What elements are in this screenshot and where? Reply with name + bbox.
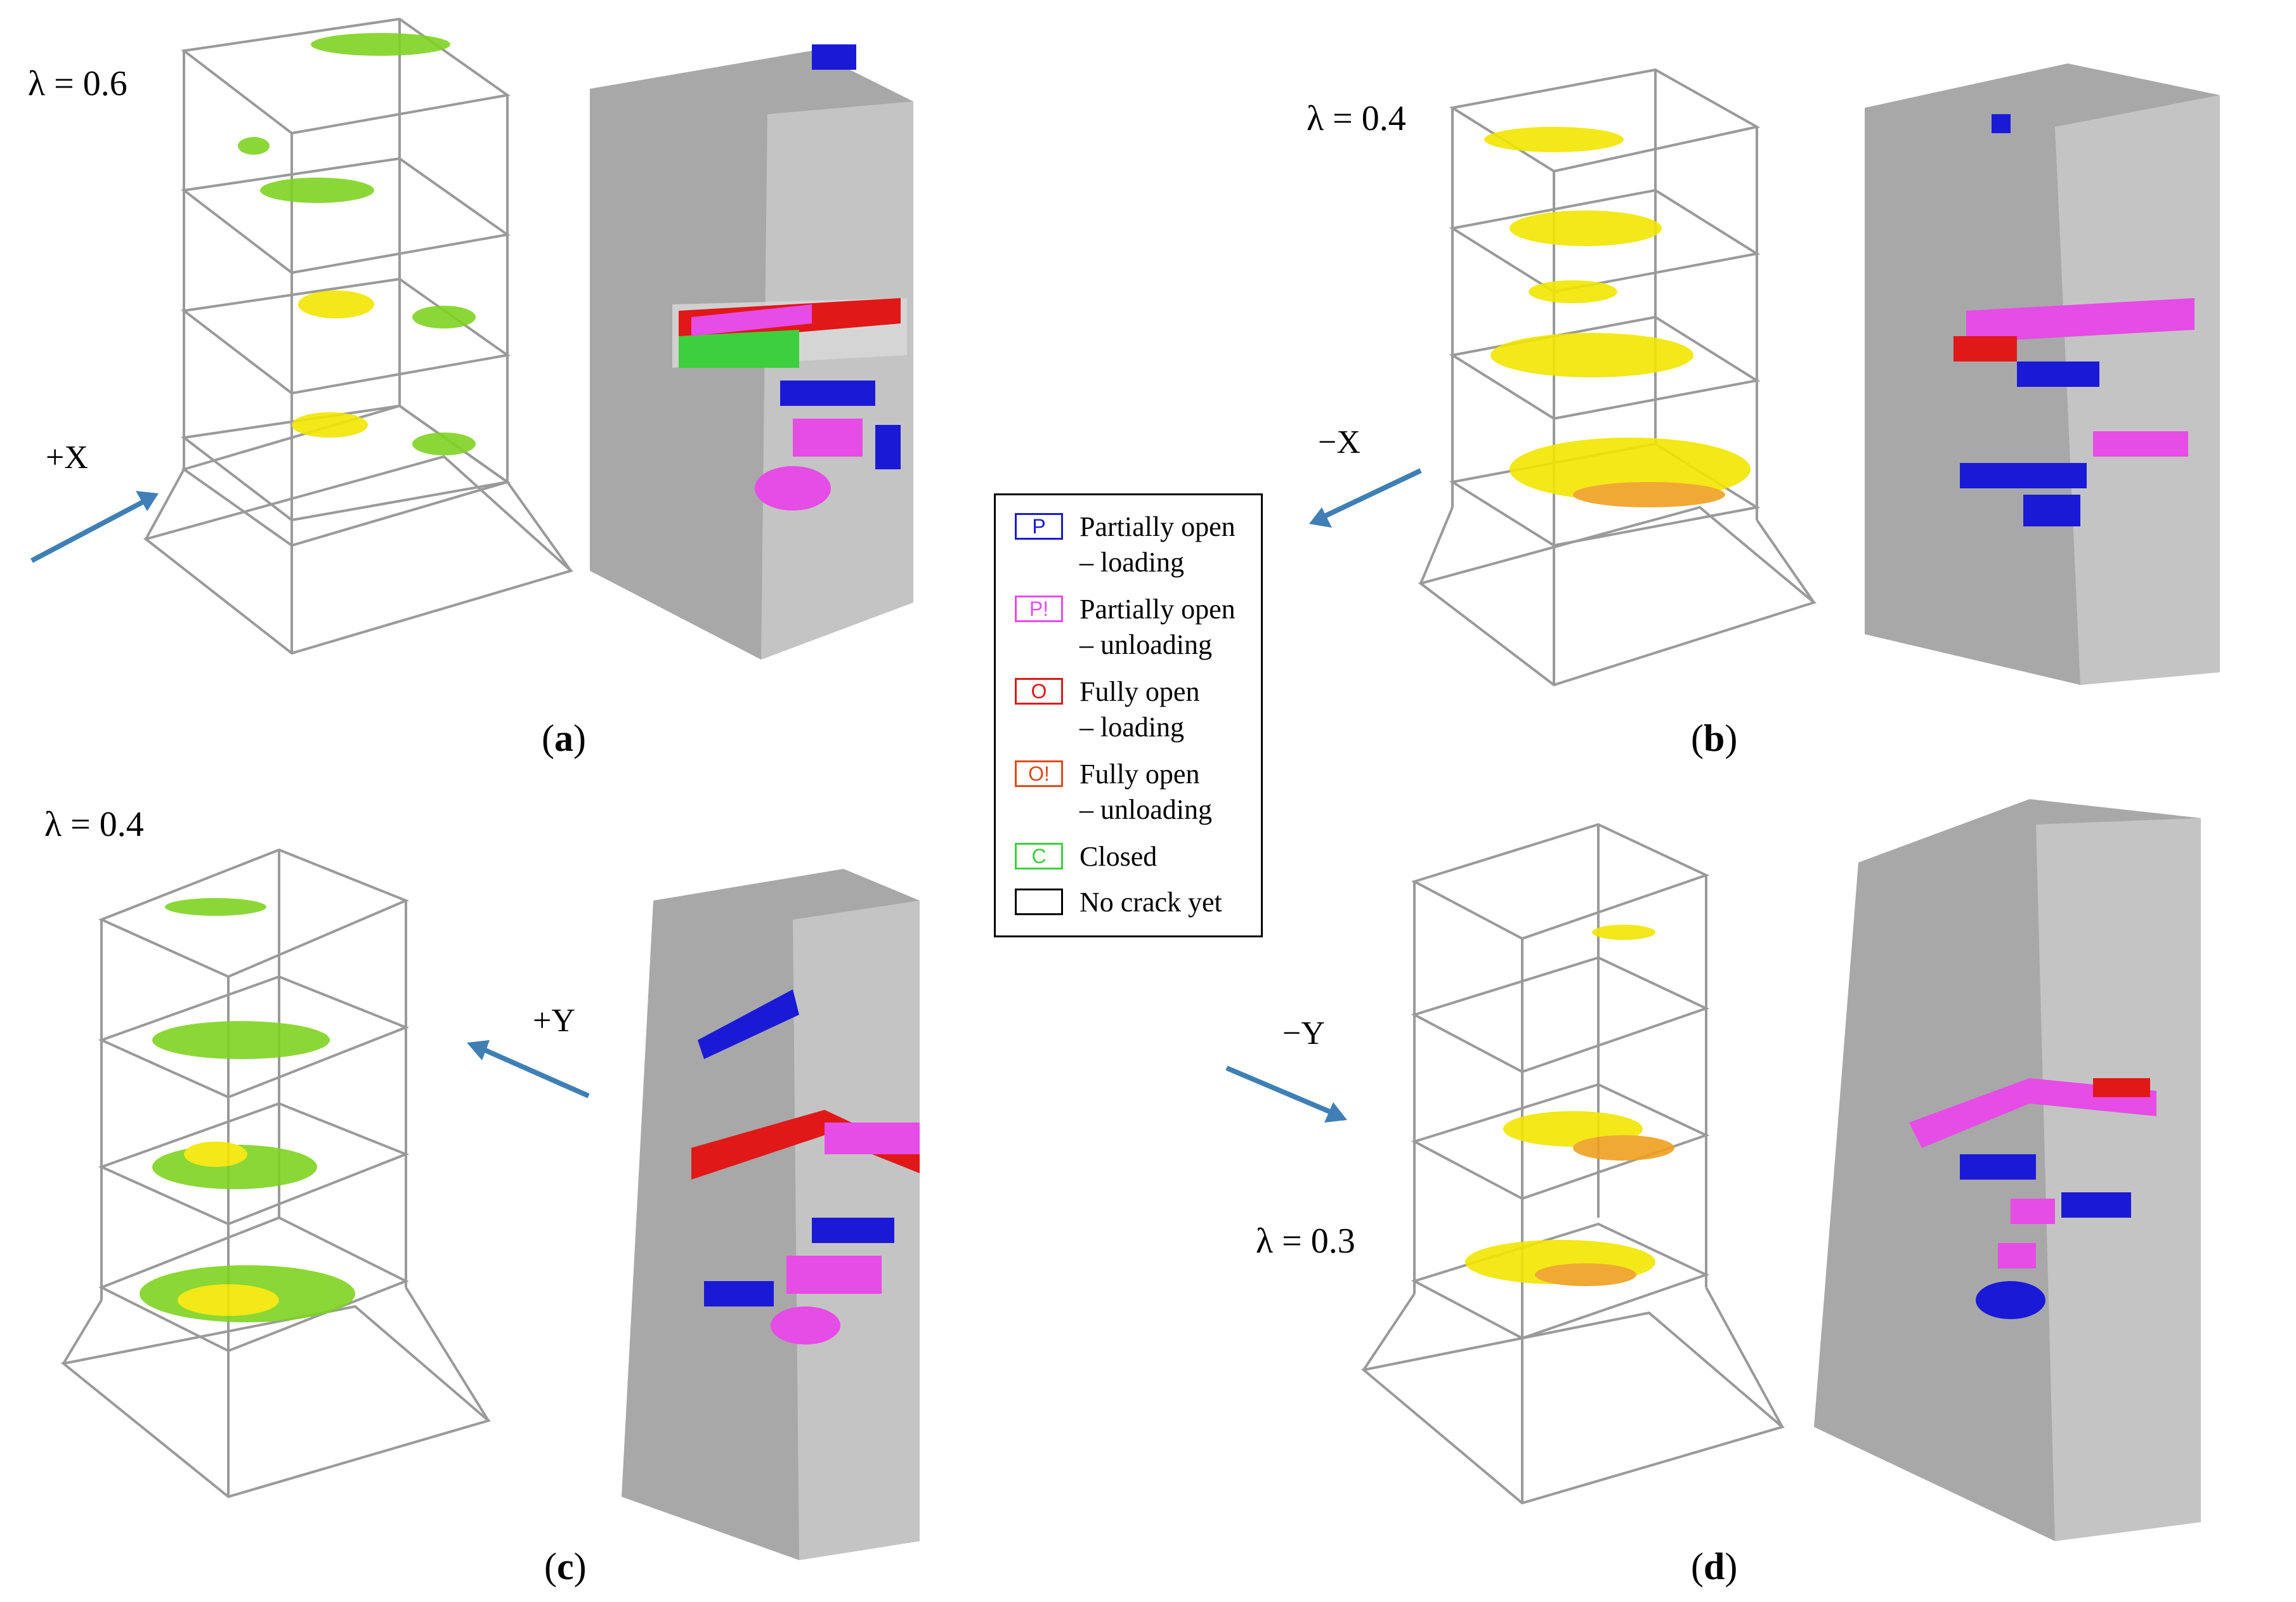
legend-sublabel: – loading bbox=[1080, 712, 1184, 743]
caption-b: (b) bbox=[1691, 717, 1738, 759]
caption-letter-d: d bbox=[1703, 1546, 1725, 1587]
legend-label: No crack yet bbox=[1080, 887, 1222, 918]
crack-zones-d bbox=[1465, 925, 1674, 1286]
direction-label-c: +Y bbox=[533, 1003, 575, 1039]
crack-state-legend: P Partially open – loading P! Partially … bbox=[994, 493, 1263, 937]
legend-item-no-crack-yet: No crack yet bbox=[1015, 885, 1222, 920]
legend-item-partially-open-loading: P Partially open – loading bbox=[1015, 509, 1236, 580]
load-arrow-c bbox=[478, 1045, 590, 1098]
lambda-label-b: λ = 0.4 bbox=[1307, 99, 1406, 138]
legend-label: Fully open bbox=[1080, 759, 1200, 790]
legend-symbol-p: P bbox=[1015, 513, 1063, 540]
legend-label: Closed bbox=[1080, 841, 1158, 872]
legend-symbol-o-bang: O! bbox=[1015, 760, 1063, 787]
load-arrow-d bbox=[1225, 1065, 1336, 1116]
legend-symbol-o: O bbox=[1015, 678, 1063, 705]
legend-item-fully-open-loading: O Fully open – loading bbox=[1015, 674, 1199, 745]
wireframe-tower-d bbox=[1360, 823, 1785, 1505]
caption-letter-b: b bbox=[1703, 717, 1725, 759]
crack-zones-b bbox=[1484, 127, 1751, 507]
caption-a: (a) bbox=[542, 717, 586, 759]
direction-label-a: +X bbox=[46, 440, 88, 476]
load-arrow-head-c bbox=[467, 1040, 490, 1060]
caption-letter-a: a bbox=[554, 717, 573, 759]
load-arrow-head-a bbox=[136, 491, 159, 511]
legend-item-fully-open-unloading: O! Fully open – unloading bbox=[1015, 757, 1212, 828]
legend-symbol-c: C bbox=[1015, 843, 1063, 869]
legend-symbol-empty bbox=[1015, 889, 1063, 915]
wireframe-tower-a bbox=[143, 17, 573, 655]
legend-item-closed: C Closed bbox=[1015, 839, 1157, 875]
legend-item-partially-open-unloading: P! Partially open – unloading bbox=[1015, 592, 1236, 663]
mesh-tower-b bbox=[1865, 63, 2220, 685]
legend-label: Partially open bbox=[1080, 594, 1236, 625]
legend-label: Partially open bbox=[1080, 511, 1236, 542]
legend-symbol-p-bang: P! bbox=[1015, 596, 1063, 622]
direction-label-b: −X bbox=[1318, 424, 1360, 460]
load-arrow-head-b bbox=[1309, 507, 1332, 528]
load-arrow-head-d bbox=[1324, 1102, 1347, 1123]
legend-label: Fully open bbox=[1080, 676, 1200, 707]
load-arrow-a bbox=[30, 497, 148, 563]
lambda-label-d: λ = 0.3 bbox=[1256, 1221, 1355, 1261]
direction-label-d: −Y bbox=[1282, 1015, 1325, 1052]
crack-zones-a bbox=[238, 33, 476, 455]
crack-zones-c bbox=[140, 898, 355, 1322]
mesh-tower-c bbox=[622, 869, 920, 1560]
mesh-tower-d bbox=[1814, 799, 2201, 1541]
legend-sublabel: – loading bbox=[1080, 547, 1184, 578]
legend-sublabel: – unloading bbox=[1080, 629, 1212, 660]
mesh-tower-a bbox=[590, 44, 913, 660]
caption-letter-c: c bbox=[556, 1546, 574, 1587]
caption-c: (c) bbox=[544, 1546, 587, 1587]
load-arrow-b bbox=[1321, 468, 1422, 520]
caption-d: (d) bbox=[1691, 1546, 1738, 1587]
lambda-label-a: λ = 0.6 bbox=[28, 64, 127, 103]
lambda-label-c: λ = 0.4 bbox=[44, 805, 144, 844]
legend-sublabel: – unloading bbox=[1080, 794, 1212, 825]
